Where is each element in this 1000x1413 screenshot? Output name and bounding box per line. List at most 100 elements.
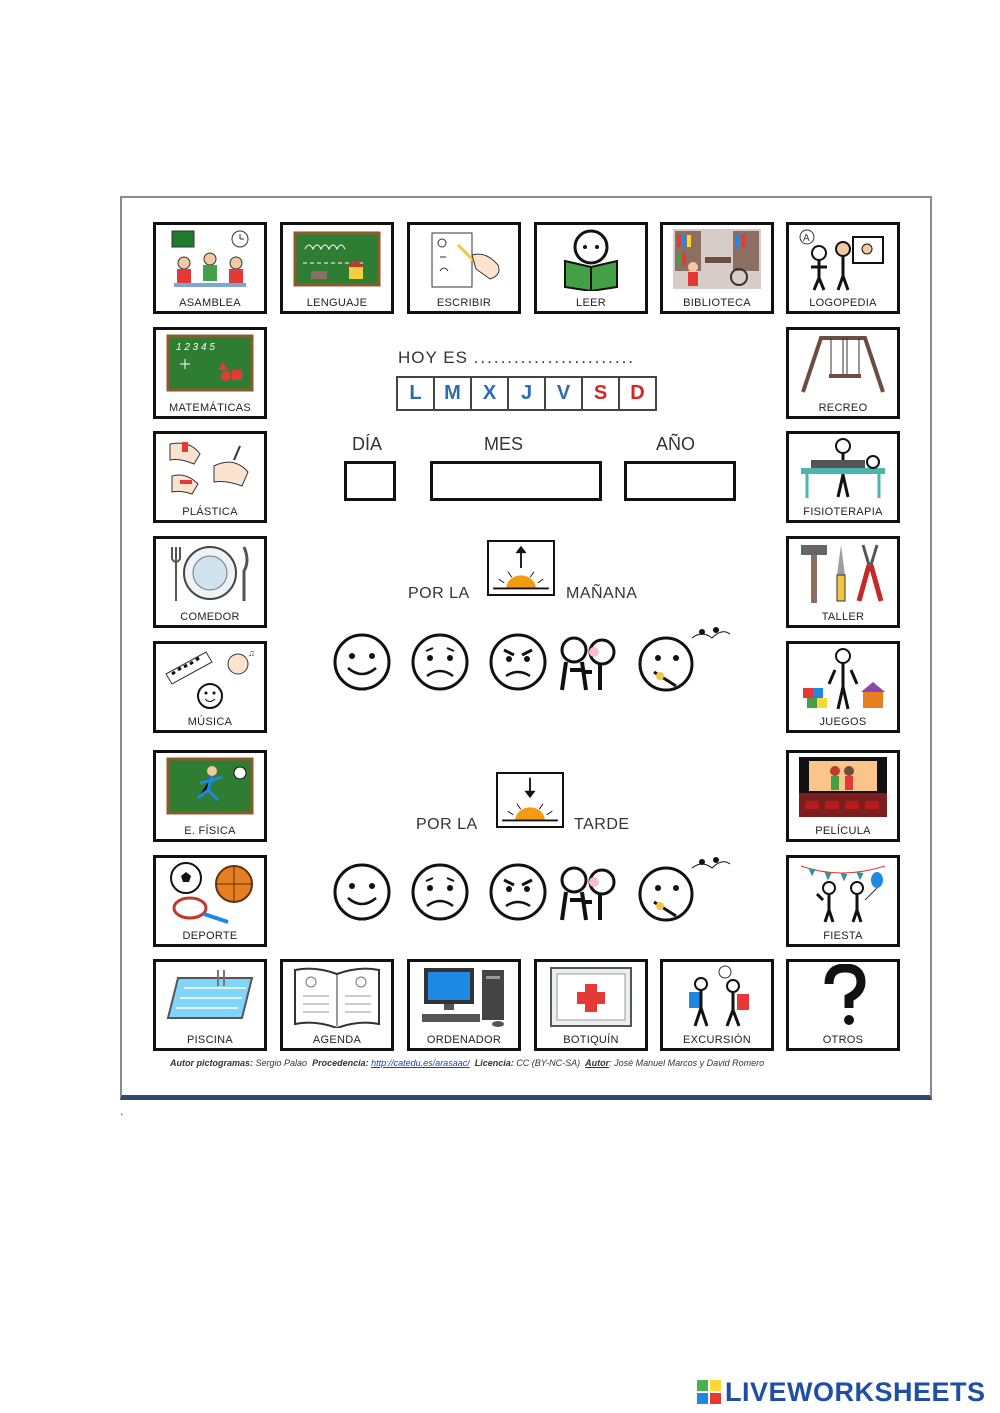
card-label: JUEGOS [819, 716, 867, 728]
card-comedor[interactable]: COMEDOR [153, 536, 267, 628]
tarde-label: TARDE [574, 816, 630, 833]
eating-face-icon[interactable] [638, 627, 731, 692]
card-deporte[interactable]: DEPORTE [153, 855, 267, 947]
day-l[interactable]: L [398, 378, 435, 409]
physiotherapy-icon [801, 438, 885, 498]
credits-source-label: Procedencia: [312, 1058, 369, 1068]
day-m[interactable]: M [435, 378, 472, 409]
computer-icon [422, 968, 504, 1027]
card-label: E. FÍSICA [184, 825, 236, 837]
month-input[interactable] [430, 461, 602, 501]
swings-icon [801, 336, 885, 393]
card-agenda[interactable]: AGENDA [280, 959, 394, 1051]
writing-hand-icon [431, 232, 500, 288]
angry-face-icon[interactable] [489, 863, 547, 921]
day-j[interactable]: J [509, 378, 546, 409]
svg-text:♫: ♫ [248, 648, 255, 658]
games-toys-icon [803, 648, 885, 710]
stray-dot: . [120, 1104, 124, 1118]
card-musica[interactable]: ♫ MÚSICA [153, 641, 267, 733]
card-efisica[interactable]: E. FÍSICA [153, 750, 267, 842]
sad-face-icon[interactable] [411, 863, 469, 921]
card-piscina[interactable]: PISCINA [153, 959, 267, 1051]
cinema-icon [799, 757, 887, 817]
card-label: OTROS [822, 1034, 864, 1046]
credits-source-link[interactable]: http://catedu.es/arasaac/ [371, 1058, 470, 1068]
year-input[interactable] [624, 461, 736, 501]
card-botiquin[interactable]: BOTIQUÍN [534, 959, 648, 1051]
card-lenguaje[interactable]: LENGUAJE [280, 222, 394, 314]
day-x[interactable]: X [472, 378, 509, 409]
card-leer[interactable]: LEER [534, 222, 648, 314]
sick-face-icon[interactable] [560, 636, 616, 691]
card-label: AGENDA [312, 1034, 362, 1046]
card-fisioterapia[interactable]: FISIOTERAPIA [786, 431, 900, 523]
card-plastica[interactable]: PLÁSTICA [153, 431, 267, 523]
day-input[interactable] [344, 461, 396, 501]
happy-face-icon[interactable] [333, 863, 391, 921]
day-v[interactable]: V [546, 378, 583, 409]
card-label: PLÁSTICA [182, 506, 238, 518]
weekday-selector: L M X J V S D [396, 376, 657, 411]
por-la-label: POR LA [408, 585, 470, 602]
first-aid-kit-icon [550, 967, 632, 1027]
card-label: TALLER [821, 611, 865, 623]
card-excursion[interactable]: EXCURSIÓN [660, 959, 774, 1051]
open-agenda-icon [294, 967, 380, 1028]
card-ordenador[interactable]: ORDENADOR [407, 959, 521, 1051]
speech-therapy-icon: A [799, 229, 884, 291]
music-icon: ♫ [165, 648, 255, 709]
excursion-hikers-icon [689, 965, 749, 1027]
party-icon [800, 865, 886, 923]
sick-face-icon[interactable] [560, 866, 616, 921]
credits-line: Autor pictogramas: Sergio Palao Proceden… [170, 1058, 764, 1068]
card-recreo[interactable]: RECREO [786, 327, 900, 419]
liveworksheets-logo-icon [697, 1380, 721, 1404]
today-blank[interactable]: ........................ [473, 348, 636, 367]
card-label: LOGOPEDIA [809, 297, 877, 309]
liveworksheets-brand[interactable]: LIVEWORKSHEETS [697, 1376, 986, 1408]
credits-author-label: Autor pictogramas: [170, 1058, 254, 1068]
sports-balls-icon [170, 862, 253, 924]
svg-text:A: A [803, 233, 810, 244]
day-label: DÍA [352, 434, 383, 454]
day-s[interactable]: S [583, 378, 620, 409]
sad-face-icon[interactable] [411, 633, 469, 691]
card-label: BIBLIOTECA [683, 297, 751, 309]
plate-cutlery-icon [171, 546, 249, 601]
manana-label: MAÑANA [566, 585, 638, 602]
eating-face-icon[interactable] [638, 857, 731, 922]
por-la-label-2: POR LA [416, 816, 478, 833]
card-biblioteca[interactable]: BIBLIOTECA [660, 222, 774, 314]
afternoon-faces [330, 854, 731, 927]
angry-face-icon[interactable] [489, 633, 547, 691]
card-otros[interactable]: OTROS [786, 959, 900, 1051]
day-d[interactable]: D [630, 382, 645, 404]
credits-license: CC (BY-NC-SA) [516, 1058, 581, 1068]
card-escribir[interactable]: ESCRIBIR [407, 222, 521, 314]
credits-author: Sergio Palao [255, 1058, 308, 1068]
card-fiesta[interactable]: FIESTA [786, 855, 900, 947]
card-asamblea[interactable]: ASAMBLEA [153, 222, 267, 314]
today-label: HOY ES [398, 348, 468, 367]
question-mark-icon [824, 964, 866, 1025]
card-label: MATEMÁTICAS [169, 402, 251, 414]
card-logopedia[interactable]: A LOGOPEDIA [786, 222, 900, 314]
card-pelicula[interactable]: PELÍCULA [786, 750, 900, 842]
assembly-icon [171, 230, 249, 287]
tools-icon [801, 544, 884, 603]
happy-face-icon[interactable] [333, 633, 391, 691]
card-label: BOTIQUÍN [563, 1034, 619, 1046]
reading-book-icon [564, 229, 618, 291]
year-label: AÑO [656, 434, 696, 454]
card-label: PISCINA [186, 1034, 234, 1046]
card-label: ASAMBLEA [179, 297, 241, 309]
art-hands-icon [169, 442, 249, 495]
card-taller[interactable]: TALLER [786, 536, 900, 628]
credits-license-label: Licencia: [474, 1058, 514, 1068]
card-label: COMEDOR [180, 611, 240, 623]
library-icon [673, 229, 761, 289]
month-label: MES [484, 434, 524, 454]
card-matematicas[interactable]: 1 2 3 4 5 MATEMÁTICAS [153, 327, 267, 419]
card-juegos[interactable]: JUEGOS [786, 641, 900, 733]
